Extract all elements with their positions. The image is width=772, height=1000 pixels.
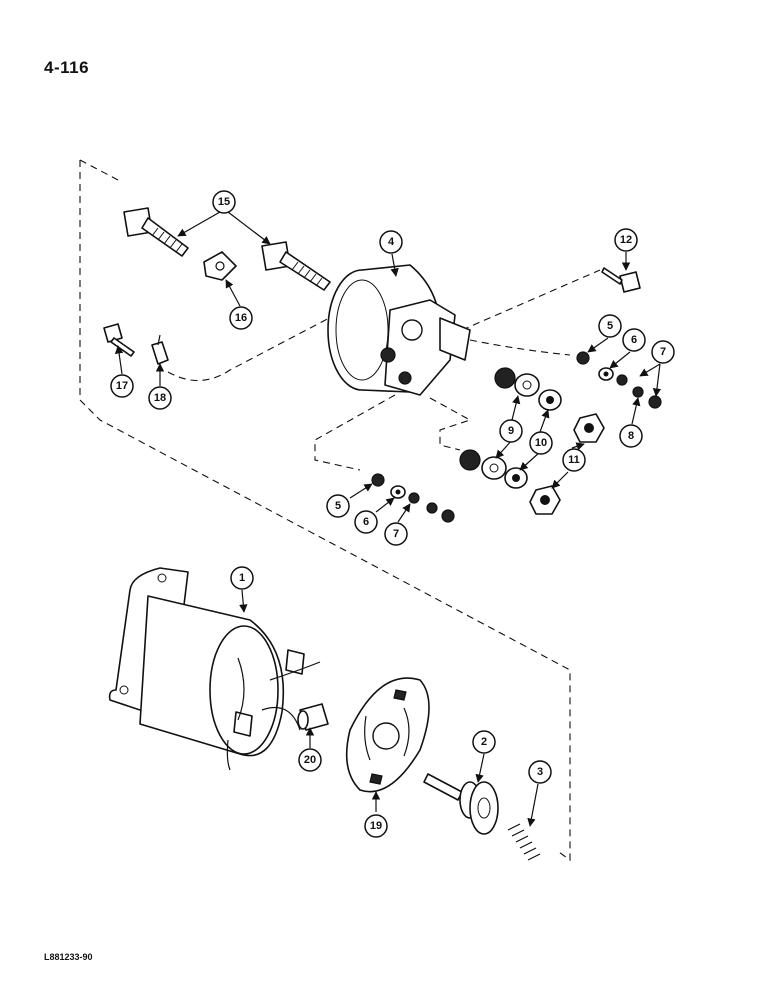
callout-4: 4 [379,230,403,254]
callout-8: 8 [619,424,643,448]
callout-5-right: 5 [598,314,622,338]
callout-9: 9 [499,419,523,443]
part-20-bushing [297,703,329,731]
leader-lines [114,211,662,827]
callout-2: 2 [472,730,496,754]
callout-7-right: 7 [651,340,675,364]
callout-1: 1 [230,566,254,590]
svg-text:3: 3 [537,766,543,778]
callout-6-right: 6 [622,328,646,352]
callout-7-lower: 7 [384,522,408,546]
svg-text:9: 9 [508,425,514,437]
svg-text:15: 15 [218,196,230,208]
svg-text:10: 10 [535,437,547,449]
page-number: 4-116 [44,58,90,77]
figure-code: L881233-90 [44,952,93,962]
part-3-spring [507,823,541,861]
svg-text:18: 18 [154,392,166,404]
callout-3: 3 [528,760,552,784]
assembly-lines [79,159,601,862]
svg-text:12: 12 [620,234,632,246]
part-19-plate [345,677,430,793]
callout-5-lower: 5 [326,494,350,518]
part-2-shaft [423,773,499,835]
svg-text:1: 1 [239,572,245,584]
part-16-clip [203,251,237,281]
hardware-right [459,351,662,515]
hardware-lower [371,473,455,523]
callout-6-lower: 6 [354,510,378,534]
svg-text:8: 8 [628,430,634,442]
svg-text:11: 11 [568,454,580,466]
svg-text:5: 5 [607,320,613,332]
svg-text:4: 4 [388,236,395,248]
part-15-bolt-right [261,241,331,291]
callout-17: 17 [110,374,134,398]
svg-text:6: 6 [363,516,369,528]
svg-text:19: 19 [370,820,382,832]
svg-text:17: 17 [116,380,128,392]
callout-12: 12 [614,228,638,252]
svg-text:16: 16 [235,312,247,324]
svg-text:20: 20 [304,754,316,766]
part-1-motor [108,567,321,771]
svg-text:2: 2 [481,736,487,748]
callout-19: 19 [364,814,388,838]
callout-10: 10 [529,431,553,455]
callout-11: 11 [562,448,586,472]
svg-text:7: 7 [393,528,399,540]
svg-text:5: 5 [335,500,341,512]
callout-15: 15 [212,190,236,214]
part-18-terminal [151,334,169,365]
part-12-screw [601,267,641,293]
part-4-housing [327,264,471,396]
callout-18: 18 [148,386,172,410]
callout-20: 20 [298,748,322,772]
svg-text:7: 7 [660,346,666,358]
svg-text:6: 6 [631,334,637,346]
callout-16: 16 [229,306,253,330]
part-15-bolt-left [123,207,189,257]
